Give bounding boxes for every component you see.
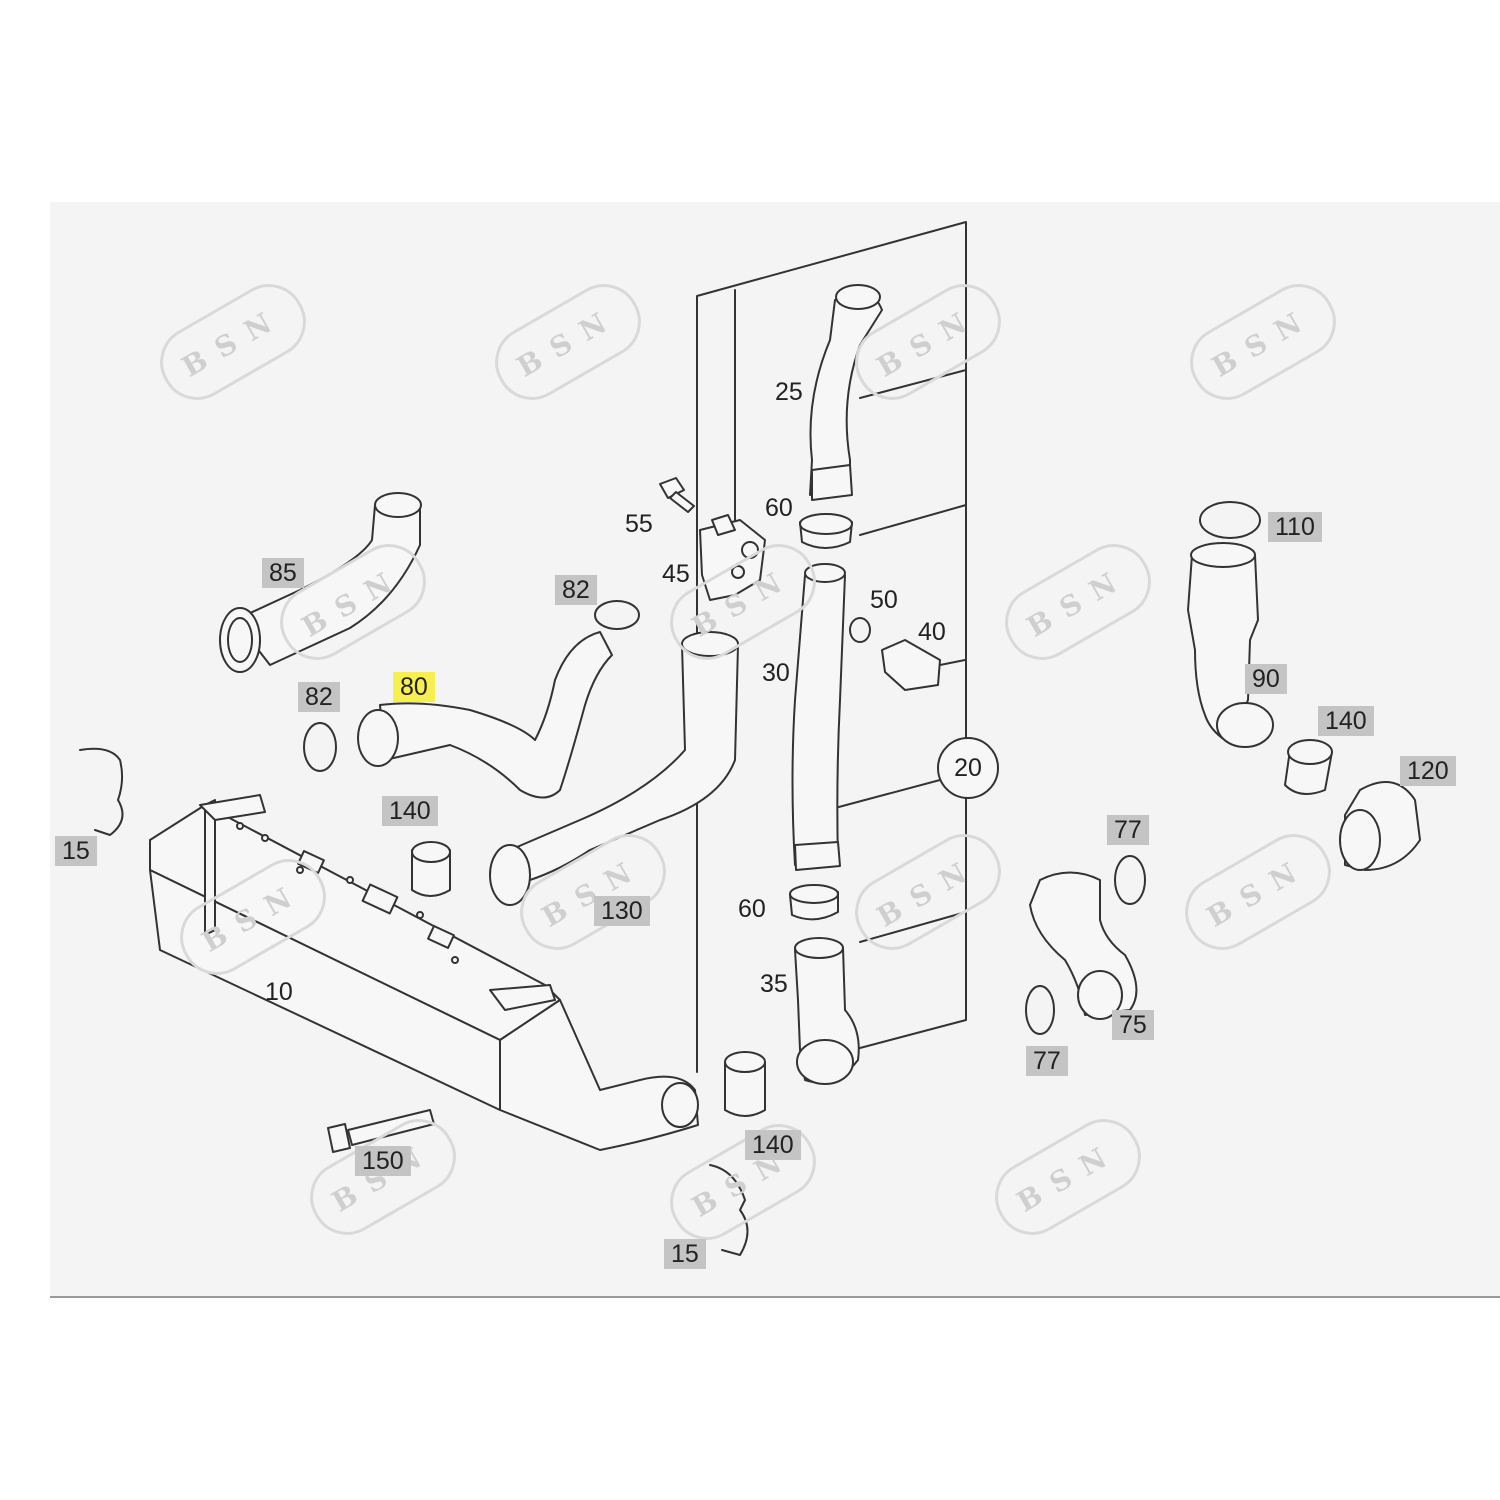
- part-90-adapter: [1187, 542, 1274, 748]
- panel-baseline: [50, 1296, 1500, 1298]
- part-40-sensor: [881, 639, 966, 691]
- callout-120: 120: [1400, 756, 1456, 786]
- callout-75: 75: [1112, 1010, 1154, 1040]
- part-50-ring: [849, 617, 871, 643]
- part-140-clamp-left: [411, 841, 451, 897]
- callout-82-left: 82: [298, 682, 340, 712]
- part-150-bolt: [327, 1109, 435, 1153]
- callout-50: 50: [870, 586, 898, 614]
- part-140-clamp-right: [1284, 739, 1333, 795]
- callout-55: 55: [625, 510, 653, 538]
- part-140-clamp-lower: [724, 1051, 766, 1117]
- part-82-ring-left: [303, 722, 337, 772]
- callout-20-circle: 20: [937, 737, 999, 799]
- part-130-pipe: [489, 631, 739, 906]
- part-25-upper-tube: [809, 284, 883, 501]
- callout-80-highlighted: 80: [393, 672, 435, 702]
- part-120-elbow: [1339, 781, 1421, 871]
- callout-90: 90: [1245, 664, 1287, 694]
- callout-15-left: 15: [55, 836, 97, 866]
- callout-30: 30: [762, 659, 790, 687]
- part-15-clip-left: [79, 747, 124, 836]
- callout-77-lower: 77: [1026, 1046, 1068, 1076]
- callout-60-upper: 60: [765, 494, 793, 522]
- callout-110: 110: [1268, 512, 1322, 542]
- callout-40: 40: [918, 618, 946, 646]
- part-45-sensor: [699, 514, 766, 601]
- callout-140-left: 140: [382, 796, 438, 826]
- callout-15-lower: 15: [664, 1239, 706, 1269]
- part-77-ring-lower: [1025, 985, 1055, 1035]
- part-15-clip-lower: [709, 1164, 749, 1256]
- callout-140-lower: 140: [745, 1130, 801, 1160]
- part-10-intercooler: [149, 794, 699, 1151]
- part-60-upper-clamp: [799, 513, 853, 549]
- callout-130: 130: [594, 896, 650, 926]
- callout-25: 25: [775, 378, 803, 406]
- part-55-bolt: [659, 477, 695, 513]
- part-75-hose: [1029, 871, 1138, 1020]
- callout-85: 85: [262, 558, 304, 588]
- callout-150: 150: [355, 1146, 411, 1176]
- part-82-ring-top: [594, 600, 640, 630]
- callout-60-lower: 60: [738, 895, 766, 923]
- part-30-long-pipe: [791, 563, 846, 871]
- part-85-hose: [219, 492, 422, 673]
- part-110-ring: [1199, 501, 1261, 539]
- callout-35: 35: [760, 970, 788, 998]
- callout-77-upper: 77: [1107, 815, 1149, 845]
- callout-10: 10: [265, 978, 293, 1006]
- diagram-panel: [50, 202, 1500, 1297]
- callout-82-top: 82: [555, 575, 597, 605]
- part-80-hose: [357, 631, 613, 799]
- callout-140-right: 140: [1318, 706, 1374, 736]
- part-60-lower-clamp: [789, 884, 839, 921]
- mounting-plate: [696, 221, 967, 1073]
- part-77-ring-upper: [1114, 855, 1146, 905]
- callout-45: 45: [662, 560, 690, 588]
- part-35-lower-elbow: [794, 937, 860, 1085]
